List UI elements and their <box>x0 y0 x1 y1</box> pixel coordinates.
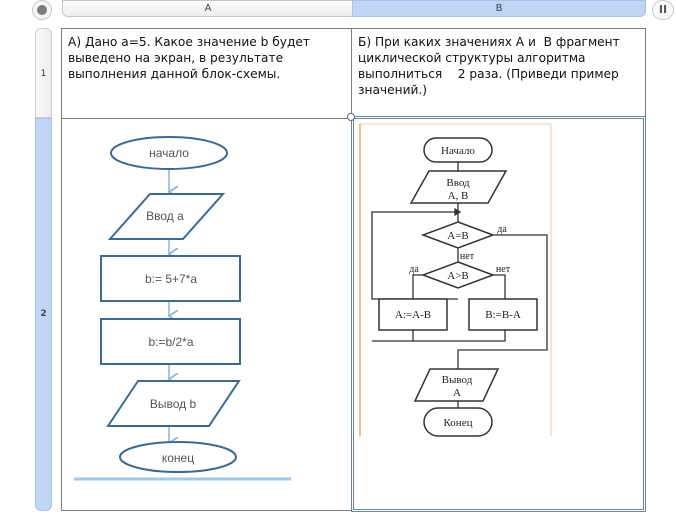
cond2-diamond <box>420 261 496 289</box>
cond2-label: А>В <box>447 270 468 282</box>
cell-b1[interactable]: Б) При каких значениях А и В фрагмент ци… <box>351 28 646 119</box>
input-label: Ввод а <box>146 209 184 223</box>
cond1-label: А=В <box>447 230 468 242</box>
output-parallelogram <box>106 380 241 427</box>
start-label-b: Начало <box>441 145 475 157</box>
input-parallelogram-b <box>409 170 508 204</box>
cell-b2[interactable]: Начало Ввод А, В А=В да нет А>В да нет А… <box>351 116 646 512</box>
left-action-box <box>378 298 448 331</box>
start-terminal-b <box>423 137 493 163</box>
task-b-text: Б) При каких значениях А и В фрагмент ци… <box>358 35 620 97</box>
right-action-label: В:=В-А <box>485 309 521 321</box>
step2-label: b:=b/2*a <box>148 335 193 349</box>
end-label-b: Конец <box>444 417 473 429</box>
end-terminal-b <box>423 407 493 437</box>
input-parallelogram <box>107 193 226 240</box>
cell-a1[interactable]: А) Дано а=5. Какое значение b будет выве… <box>61 28 352 119</box>
resize-handle[interactable] <box>347 113 355 121</box>
column-header-a[interactable]: A <box>62 0 353 17</box>
output-label: Вывод b <box>150 397 197 411</box>
end-terminal <box>119 441 237 473</box>
start-terminal <box>110 136 228 170</box>
output-parallelogram-b <box>413 368 500 402</box>
end-label: конец <box>162 451 194 465</box>
select-all-button[interactable] <box>32 0 52 20</box>
dot-icon <box>37 5 47 15</box>
flowchart-a: начало Ввод а b:= 5+7*a b:=b/2*a Вывод b… <box>74 136 291 481</box>
output-label-b-1: Вывод <box>442 374 473 386</box>
row-header-2[interactable]: 2 <box>35 118 52 511</box>
step1-label: b:= 5+7*a <box>145 272 197 286</box>
cond1-no-label: нет <box>460 251 475 262</box>
pause-icon[interactable]: II <box>652 0 674 20</box>
right-action-box <box>468 298 538 331</box>
cell-a2[interactable]: начало Ввод а b:= 5+7*a b:=b/2*a Вывод b… <box>61 118 352 511</box>
step2-process <box>100 318 241 365</box>
flowchart-b: Начало Ввод А, В А=В да нет А>В да нет А… <box>359 123 552 437</box>
cond2-no-label: нет <box>496 264 511 275</box>
left-action-label: А:=А-В <box>395 309 431 321</box>
cond1-yes-label: да <box>497 224 507 235</box>
output-label-b-2: А <box>453 387 461 399</box>
step1-process <box>100 255 241 302</box>
cond1-diamond <box>420 221 496 249</box>
task-a-text: А) Дано а=5. Какое значение b будет выве… <box>68 35 310 81</box>
input-label-b-2: А, В <box>448 190 469 202</box>
cond1-yes-line <box>457 234 548 369</box>
column-header-b[interactable]: B <box>352 0 646 17</box>
row-header-1[interactable]: 1 <box>35 28 52 118</box>
loop-back-line <box>371 211 458 300</box>
cond2-yes-label: да <box>409 264 419 275</box>
start-label: начало <box>149 146 189 160</box>
input-label-b-1: Ввод <box>446 177 470 189</box>
